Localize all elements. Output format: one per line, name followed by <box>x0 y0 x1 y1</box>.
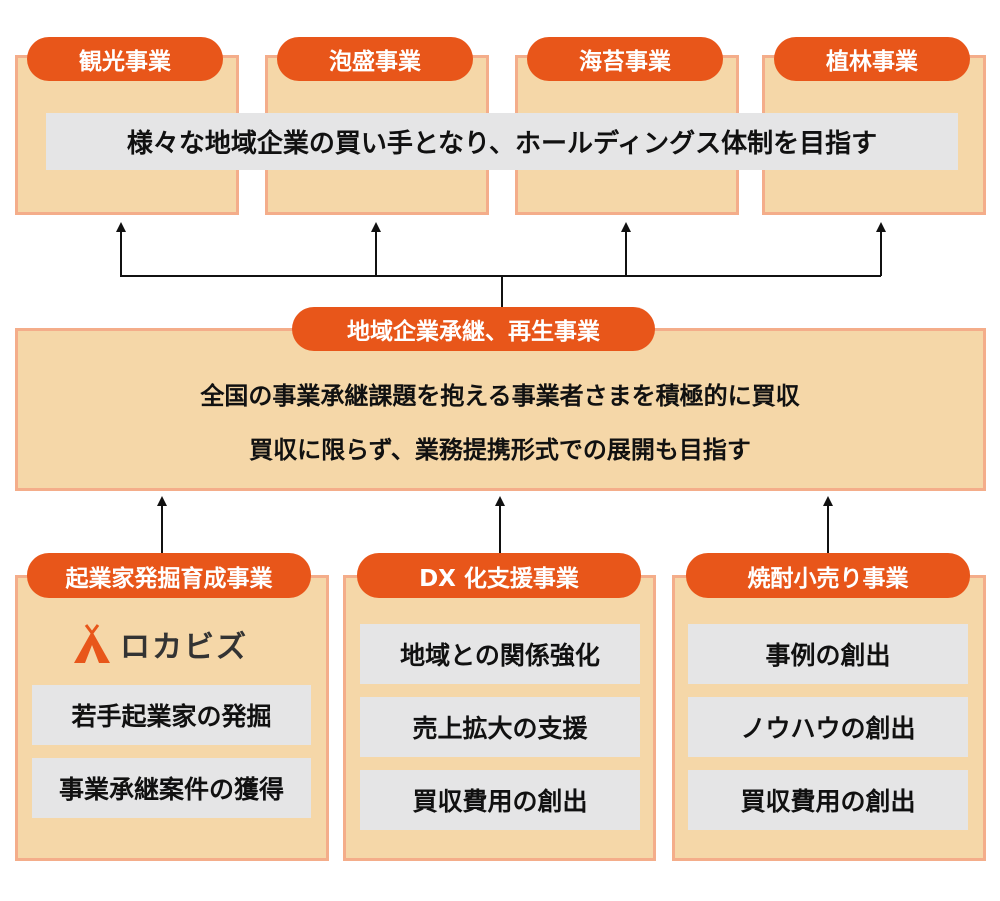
list-item: 事業承継案件の獲得 <box>32 758 311 818</box>
arrow-up-icon <box>495 496 505 506</box>
middle-pill: 地域企業承継、再生事業 <box>292 307 655 351</box>
arrow-up-icon <box>157 496 167 506</box>
list-item: ノウハウの創出 <box>688 697 968 757</box>
bottom-pill-entrepreneur: 起業家発掘育成事業 <box>27 553 311 598</box>
connector <box>499 503 501 553</box>
list-item: 事例の創出 <box>688 624 968 684</box>
connector <box>120 230 122 276</box>
middle-line-2: 買収に限らず、業務提携形式での展開も目指す <box>249 436 751 464</box>
arrow-up-icon <box>876 222 886 232</box>
top-banner: 様々な地域企業の買い手となり、ホールディングス体制を目指す <box>46 113 958 170</box>
middle-box <box>15 328 986 491</box>
top-pill-tourism: 観光事業 <box>27 37 223 81</box>
connector <box>120 275 881 277</box>
list-item: 売上拡大の支援 <box>360 697 640 757</box>
top-pill-nori: 海苔事業 <box>527 37 723 81</box>
list-item: 若手起業家の発掘 <box>32 685 311 745</box>
arrow-up-icon <box>621 222 631 232</box>
list-item: 地域との関係強化 <box>360 624 640 684</box>
connector <box>161 503 163 553</box>
bottom-pill-dx: DX 化支援事業 <box>357 553 641 598</box>
logo-text: ロカビズ <box>120 630 248 665</box>
bottom-pill-shochu: 焼酎小売り事業 <box>686 553 970 598</box>
list-item: 買収費用の創出 <box>688 770 968 830</box>
top-pill-forestry: 植林事業 <box>774 37 970 81</box>
top-pill-awamori: 泡盛事業 <box>277 37 473 81</box>
arrow-up-icon <box>116 222 126 232</box>
tent-icon <box>74 624 110 663</box>
connector <box>501 275 503 309</box>
connector <box>625 230 627 276</box>
rokabiz-logo: ロカビズ <box>72 622 248 666</box>
list-item: 買収費用の創出 <box>360 770 640 830</box>
arrow-up-icon <box>823 496 833 506</box>
connector <box>880 230 882 276</box>
arrow-up-icon <box>371 222 381 232</box>
middle-line-1: 全国の事業承継課題を抱える事業者さまを積極的に買収 <box>200 382 800 410</box>
connector <box>827 503 829 553</box>
connector <box>375 230 377 276</box>
